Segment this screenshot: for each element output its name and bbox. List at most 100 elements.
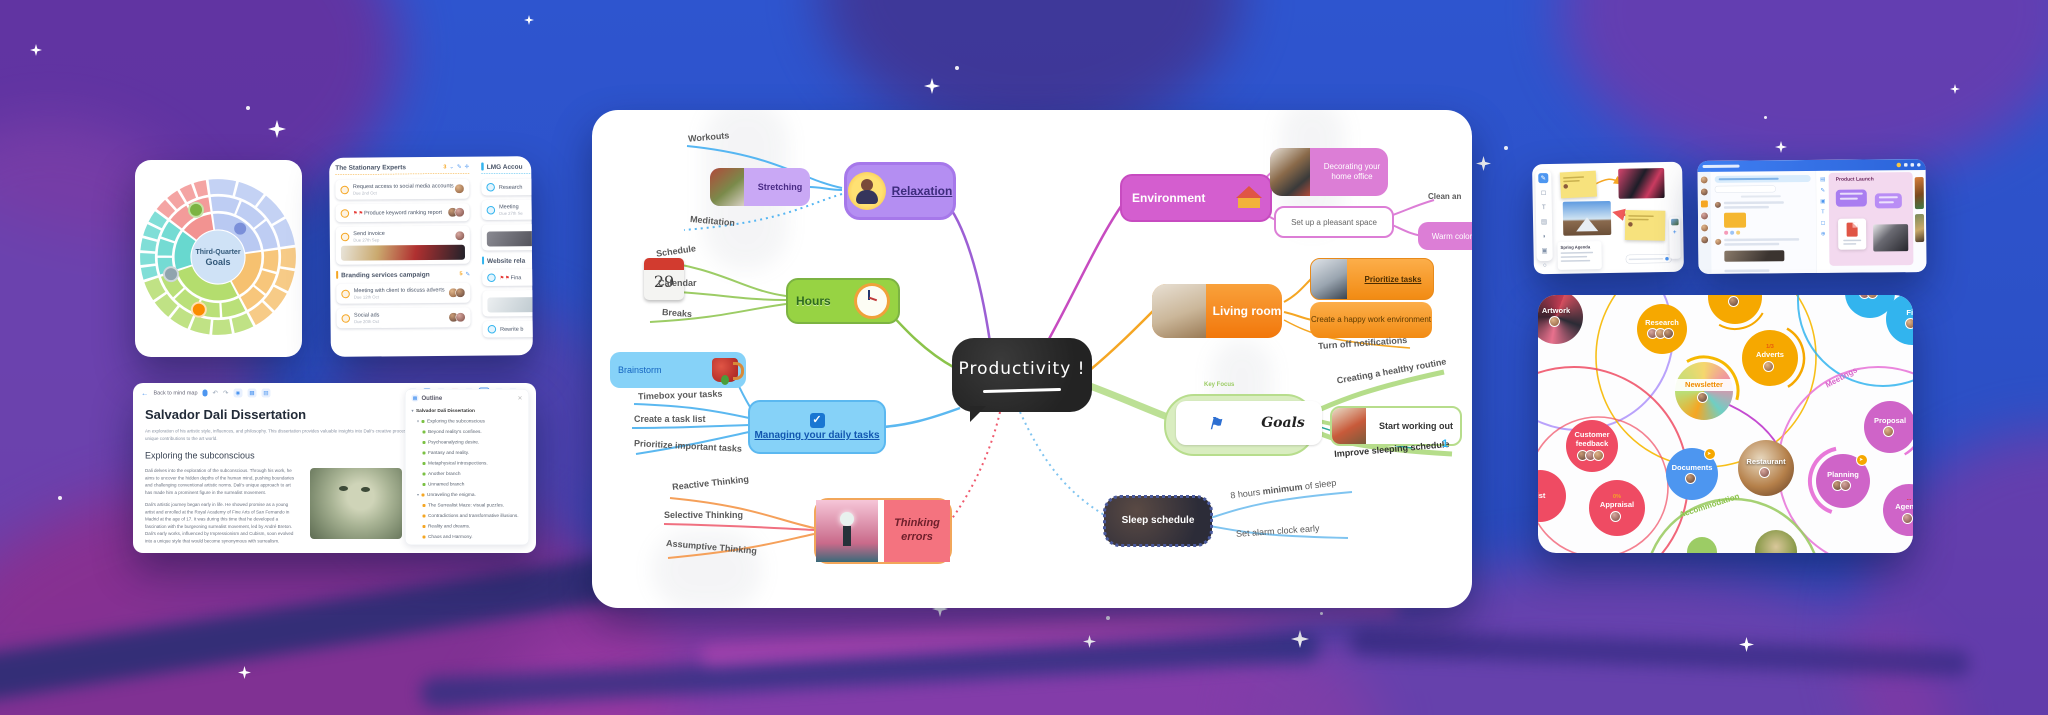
bubble-node-restaurant[interactable]: Restaurant (1738, 440, 1794, 496)
bubble-node-appraisal[interactable]: 0%Appraisal (1589, 480, 1645, 536)
outline-item[interactable]: Metaphysical introspections. (412, 458, 523, 469)
task-card[interactable]: ⚑⚑Fina (482, 268, 533, 287)
task-checkbox[interactable] (341, 313, 351, 323)
collapse-icon[interactable]: ⌄ (449, 163, 455, 170)
document-intro[interactable]: An exploration of his artistic style, in… (145, 428, 495, 442)
sunburst-segment[interactable] (261, 248, 280, 274)
mindmap-node-start-working-out[interactable]: Start working out (1330, 406, 1462, 446)
sunburst-segment[interactable] (182, 212, 215, 242)
sunburst-segment[interactable] (230, 311, 255, 335)
avatar[interactable] (1700, 187, 1709, 196)
sunburst-segment[interactable] (147, 209, 169, 230)
bubble-node-documents[interactable]: Documents (1666, 448, 1718, 500)
outline-item[interactable]: Chaos and Harmony. (412, 532, 523, 543)
mindmap-node-selective[interactable]: Selective Thinking (664, 510, 744, 520)
sunburst-segment[interactable] (138, 251, 157, 267)
photo-thumbnail[interactable] (1914, 177, 1924, 210)
task-checkbox[interactable] (340, 232, 350, 242)
sticky-note[interactable] (1624, 210, 1666, 241)
edit-icon[interactable]: ✎ (456, 163, 462, 170)
sunburst-segment[interactable] (178, 182, 198, 204)
mindmap-node-thinking-errors[interactable]: Thinking errors (814, 498, 952, 564)
bubble-node-customer[interactable]: Customer feedback (1566, 420, 1618, 472)
comment-input[interactable] (1625, 253, 1672, 264)
agenda-list-card[interactable]: Spring Agenda (1557, 241, 1602, 270)
add-icon[interactable]: + (1672, 228, 1677, 236)
media-icon[interactable]: ▣ (1820, 198, 1826, 205)
avatar[interactable] (1700, 175, 1709, 184)
sunburst-segment[interactable] (255, 193, 287, 226)
mindmap-node-hours[interactable]: Hours (786, 278, 900, 324)
sunburst-segment[interactable] (153, 292, 180, 319)
text-icon[interactable]: T (1821, 208, 1825, 215)
sunburst-segment[interactable] (220, 296, 247, 319)
sunburst-segment[interactable] (139, 264, 160, 282)
bubble-node-newsletter[interactable]: Newsletter (1675, 362, 1733, 420)
task-checkbox[interactable] (487, 273, 496, 283)
shape-tool-icon[interactable]: ◻ (1540, 188, 1547, 197)
product-launch-board[interactable]: Product Launch (1828, 172, 1914, 266)
sunburst-segment[interactable] (141, 222, 163, 241)
task-checkbox[interactable] (486, 205, 496, 215)
sunburst-segment[interactable] (230, 250, 263, 297)
move-icon[interactable]: ✛ (464, 163, 470, 170)
product-photo[interactable] (1618, 168, 1665, 199)
mindmap-node-relaxation[interactable]: Relaxation (844, 162, 956, 220)
task-card[interactable]: Rewrite b (482, 319, 533, 338)
task-checkbox[interactable] (341, 289, 350, 299)
sunburst-segment[interactable] (262, 285, 289, 313)
task-card[interactable] (482, 289, 533, 317)
mindmap-node-goals[interactable]: ⚑ Goals (1176, 401, 1322, 445)
bubble-node-planning[interactable]: Planning (1816, 454, 1870, 508)
reactions-row[interactable] (1724, 230, 1741, 235)
sunburst-segment[interactable] (271, 217, 297, 249)
mindmap-node-prioritize-tasks[interactable]: Prioritize tasks (1310, 258, 1434, 300)
mindmap-node-calendar[interactable]: Calendar (658, 278, 697, 288)
sunburst-segment[interactable] (234, 199, 267, 230)
mindmap-node-brainstorm[interactable]: Brainstorm (610, 352, 746, 388)
task-checkbox[interactable] (487, 324, 497, 334)
search-icon[interactable] (1904, 162, 1908, 167)
document-title[interactable]: Salvador Dali Dissertation (145, 407, 307, 422)
caret-icon[interactable]: ▾ (417, 419, 420, 424)
pdf-attachment[interactable] (1838, 218, 1867, 250)
sunburst-segment[interactable] (139, 236, 159, 253)
task-card[interactable]: Research (481, 177, 533, 196)
bubble-node-research[interactable]: Research (1637, 304, 1687, 354)
sunburst-segment[interactable] (253, 219, 279, 251)
image-attachment[interactable] (1724, 250, 1785, 262)
chat-search-input[interactable] (1714, 185, 1776, 193)
document-paragraph[interactable]: Dali's artistic journey began early in l… (145, 502, 294, 544)
mindmap-node-sleep-schedule[interactable]: Sleep schedule (1103, 495, 1213, 547)
mindmap-node-living-room[interactable]: Living room (1152, 284, 1282, 338)
task-card[interactable]: ⚑⚑Produce keyword ranking report (335, 203, 470, 223)
mindmap-node-breaks[interactable]: Breaks (661, 306, 693, 320)
send-icon[interactable] (1665, 256, 1669, 261)
idea-icon[interactable] (202, 389, 208, 397)
sunburst-segment[interactable] (154, 198, 177, 220)
avatar[interactable] (1700, 211, 1709, 220)
sunburst-segment[interactable] (279, 246, 298, 270)
outline-item[interactable]: Another branch (412, 469, 523, 480)
avatar[interactable] (1700, 235, 1709, 244)
sunburst-segment[interactable] (238, 284, 267, 312)
sunburst-segment[interactable] (165, 188, 187, 211)
sunburst-segment[interactable] (173, 230, 198, 271)
mindmap-canvas-card[interactable]: Productivity ! Relaxation Workouts Stret… (592, 110, 1472, 608)
mindmap-node-happy-environment[interactable]: Create a happy work environment (1310, 302, 1432, 338)
sunburst-segment[interactable] (273, 267, 296, 293)
outline-item[interactable]: The Surrealist Maze: visual puzzles. (412, 500, 523, 511)
mindmap-node-warm-colors[interactable]: Warm colors (1418, 222, 1472, 250)
speech-bubble[interactable] (1874, 193, 1902, 209)
team-icon[interactable] (1700, 199, 1709, 208)
bubble-node-artwork[interactable]: Artwork (1538, 295, 1583, 344)
document-heading[interactable]: Exploring the subconscious (145, 450, 255, 461)
task-checkbox[interactable] (340, 208, 350, 218)
edit-icon[interactable]: ✎ (465, 270, 471, 277)
task-card[interactable]: Meeting with client to discuss adverts D… (336, 282, 471, 304)
frame-tool-icon[interactable]: ▤ (1540, 217, 1548, 226)
sunburst-segment[interactable] (210, 317, 234, 337)
bubble-node-food-clip[interactable] (1755, 530, 1797, 553)
outline-item[interactable]: Contradictions and transformative illusi… (412, 511, 523, 522)
